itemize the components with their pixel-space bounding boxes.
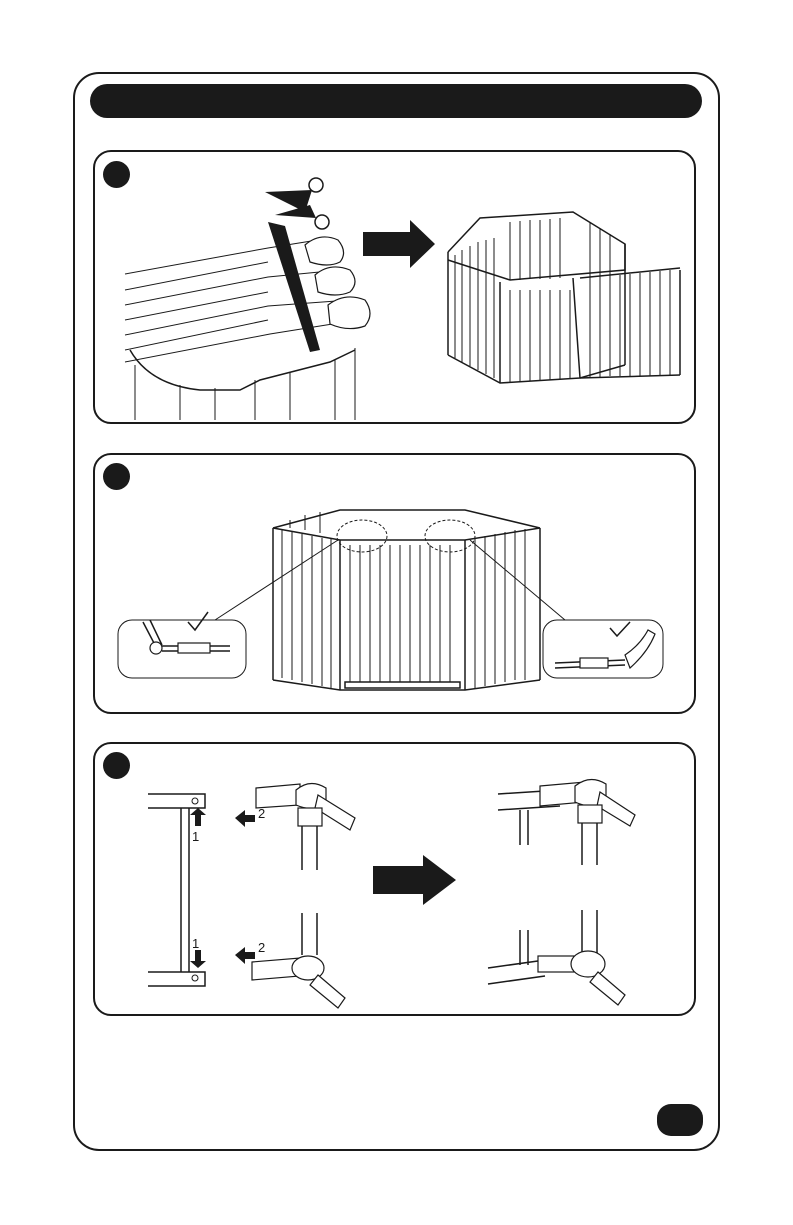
- arrow-left-icon: [235, 810, 255, 827]
- page-number-badge: [657, 1104, 703, 1136]
- arrow-down-icon: [190, 950, 206, 968]
- step-3-number-label: 2: [258, 806, 265, 821]
- step-3-number-label: 1: [192, 829, 199, 844]
- bottom-connector-assembled: [488, 910, 625, 1005]
- step-3-number-label: 1: [192, 936, 199, 951]
- arrow-right-icon: [373, 855, 456, 905]
- step-3-number-label: 2: [258, 940, 265, 955]
- bottom-connector-before: [252, 913, 345, 1008]
- top-connector-before: [256, 783, 355, 870]
- arrow-up-icon: [190, 808, 206, 826]
- top-connector-assembled: [498, 779, 635, 865]
